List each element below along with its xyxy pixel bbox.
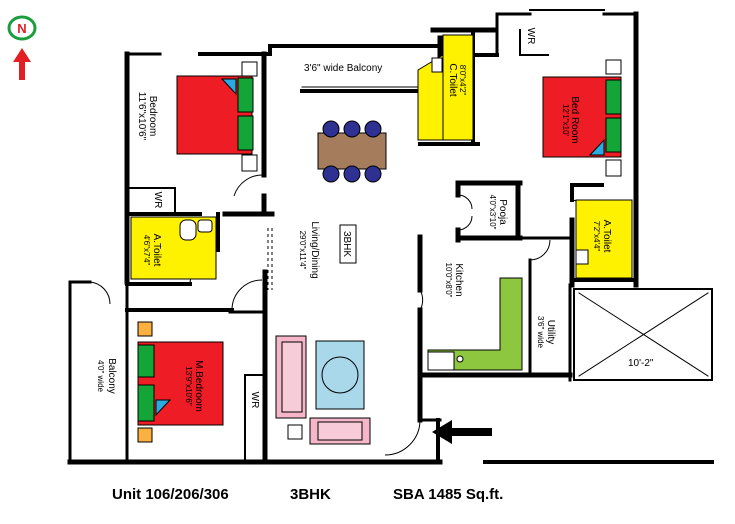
m-bedroom-size: 13'9"x10'6" xyxy=(184,366,193,406)
pooja-size: 4'0"x3'10" xyxy=(488,195,497,230)
wr-left-label: WR xyxy=(152,192,163,209)
kitchen-size: 10'0"x8'0" xyxy=(444,263,453,298)
kitchen-name: Kitchen xyxy=(453,263,464,296)
a-toilet-right xyxy=(575,199,633,279)
m-bedroom-name: M.Bedroom xyxy=(193,360,204,412)
sink-icon xyxy=(456,355,464,363)
bed-room-right-name: Bed Room xyxy=(569,96,580,143)
pooja-name: Pooja xyxy=(497,199,508,225)
north-arrow-icon xyxy=(13,48,31,80)
living-name: Living/Dining xyxy=(309,221,320,278)
north-label: N xyxy=(17,21,26,36)
a-toilet-left xyxy=(130,216,217,280)
type-caption: 3BHK xyxy=(290,486,331,503)
balcony-left-name: Balcony xyxy=(106,358,117,394)
stove-icon xyxy=(427,351,455,371)
terrace-dimension: 10'-2" xyxy=(628,358,654,369)
balcony-left-size: 4'0" wide xyxy=(96,360,105,392)
dining-set xyxy=(317,120,387,183)
a-toilet-left-name: A.Toilet xyxy=(151,234,162,267)
a-toilet-left-size: 4'6"x7'4" xyxy=(142,235,151,266)
bed-bed-room-right xyxy=(542,59,622,177)
living-size: 29'0"x11'4" xyxy=(298,231,307,270)
bedroom-name: Bedroom xyxy=(147,96,158,137)
north-indicator: N xyxy=(7,15,37,80)
wc-icon xyxy=(179,219,197,241)
a-toilet-right-name: A.Toilet xyxy=(601,220,612,253)
c-toilet-size: 8'0"x4'2" xyxy=(458,65,467,96)
wr-top-label: WR xyxy=(525,28,536,45)
c-toilet xyxy=(417,34,474,141)
type-mark-label: 3BHK xyxy=(341,231,352,257)
balcony-top-label: 3'6" wide Balcony xyxy=(304,63,382,74)
bed-bedroom xyxy=(176,61,258,172)
wr-bottom-label: WR xyxy=(249,392,260,409)
a-toilet-right-size: 7'2"x4'4" xyxy=(592,221,601,252)
kitchen-counter xyxy=(427,277,523,371)
pooja-doors xyxy=(457,194,473,231)
bed-m-bedroom xyxy=(137,321,224,443)
sba-caption: SBA 1485 Sq.ft. xyxy=(393,486,504,503)
north-circle xyxy=(7,15,37,41)
entry-arrow-icon xyxy=(432,420,492,444)
unit-caption: Unit 106/206/306 xyxy=(112,486,229,503)
washbasin-icon xyxy=(197,219,213,233)
c-toilet-name: C.Toilet xyxy=(447,63,458,97)
wc-icon xyxy=(431,57,443,73)
utility-name: Utility xyxy=(545,320,556,344)
living-furniture xyxy=(275,335,371,445)
bed-room-right-size: 12'1"x10' xyxy=(561,104,570,137)
utility-size: 3'6" wide xyxy=(536,316,545,348)
bedroom-size: 11'6"x10'6" xyxy=(136,92,147,141)
wc-icon xyxy=(575,249,589,265)
type-mark-box xyxy=(339,224,357,264)
